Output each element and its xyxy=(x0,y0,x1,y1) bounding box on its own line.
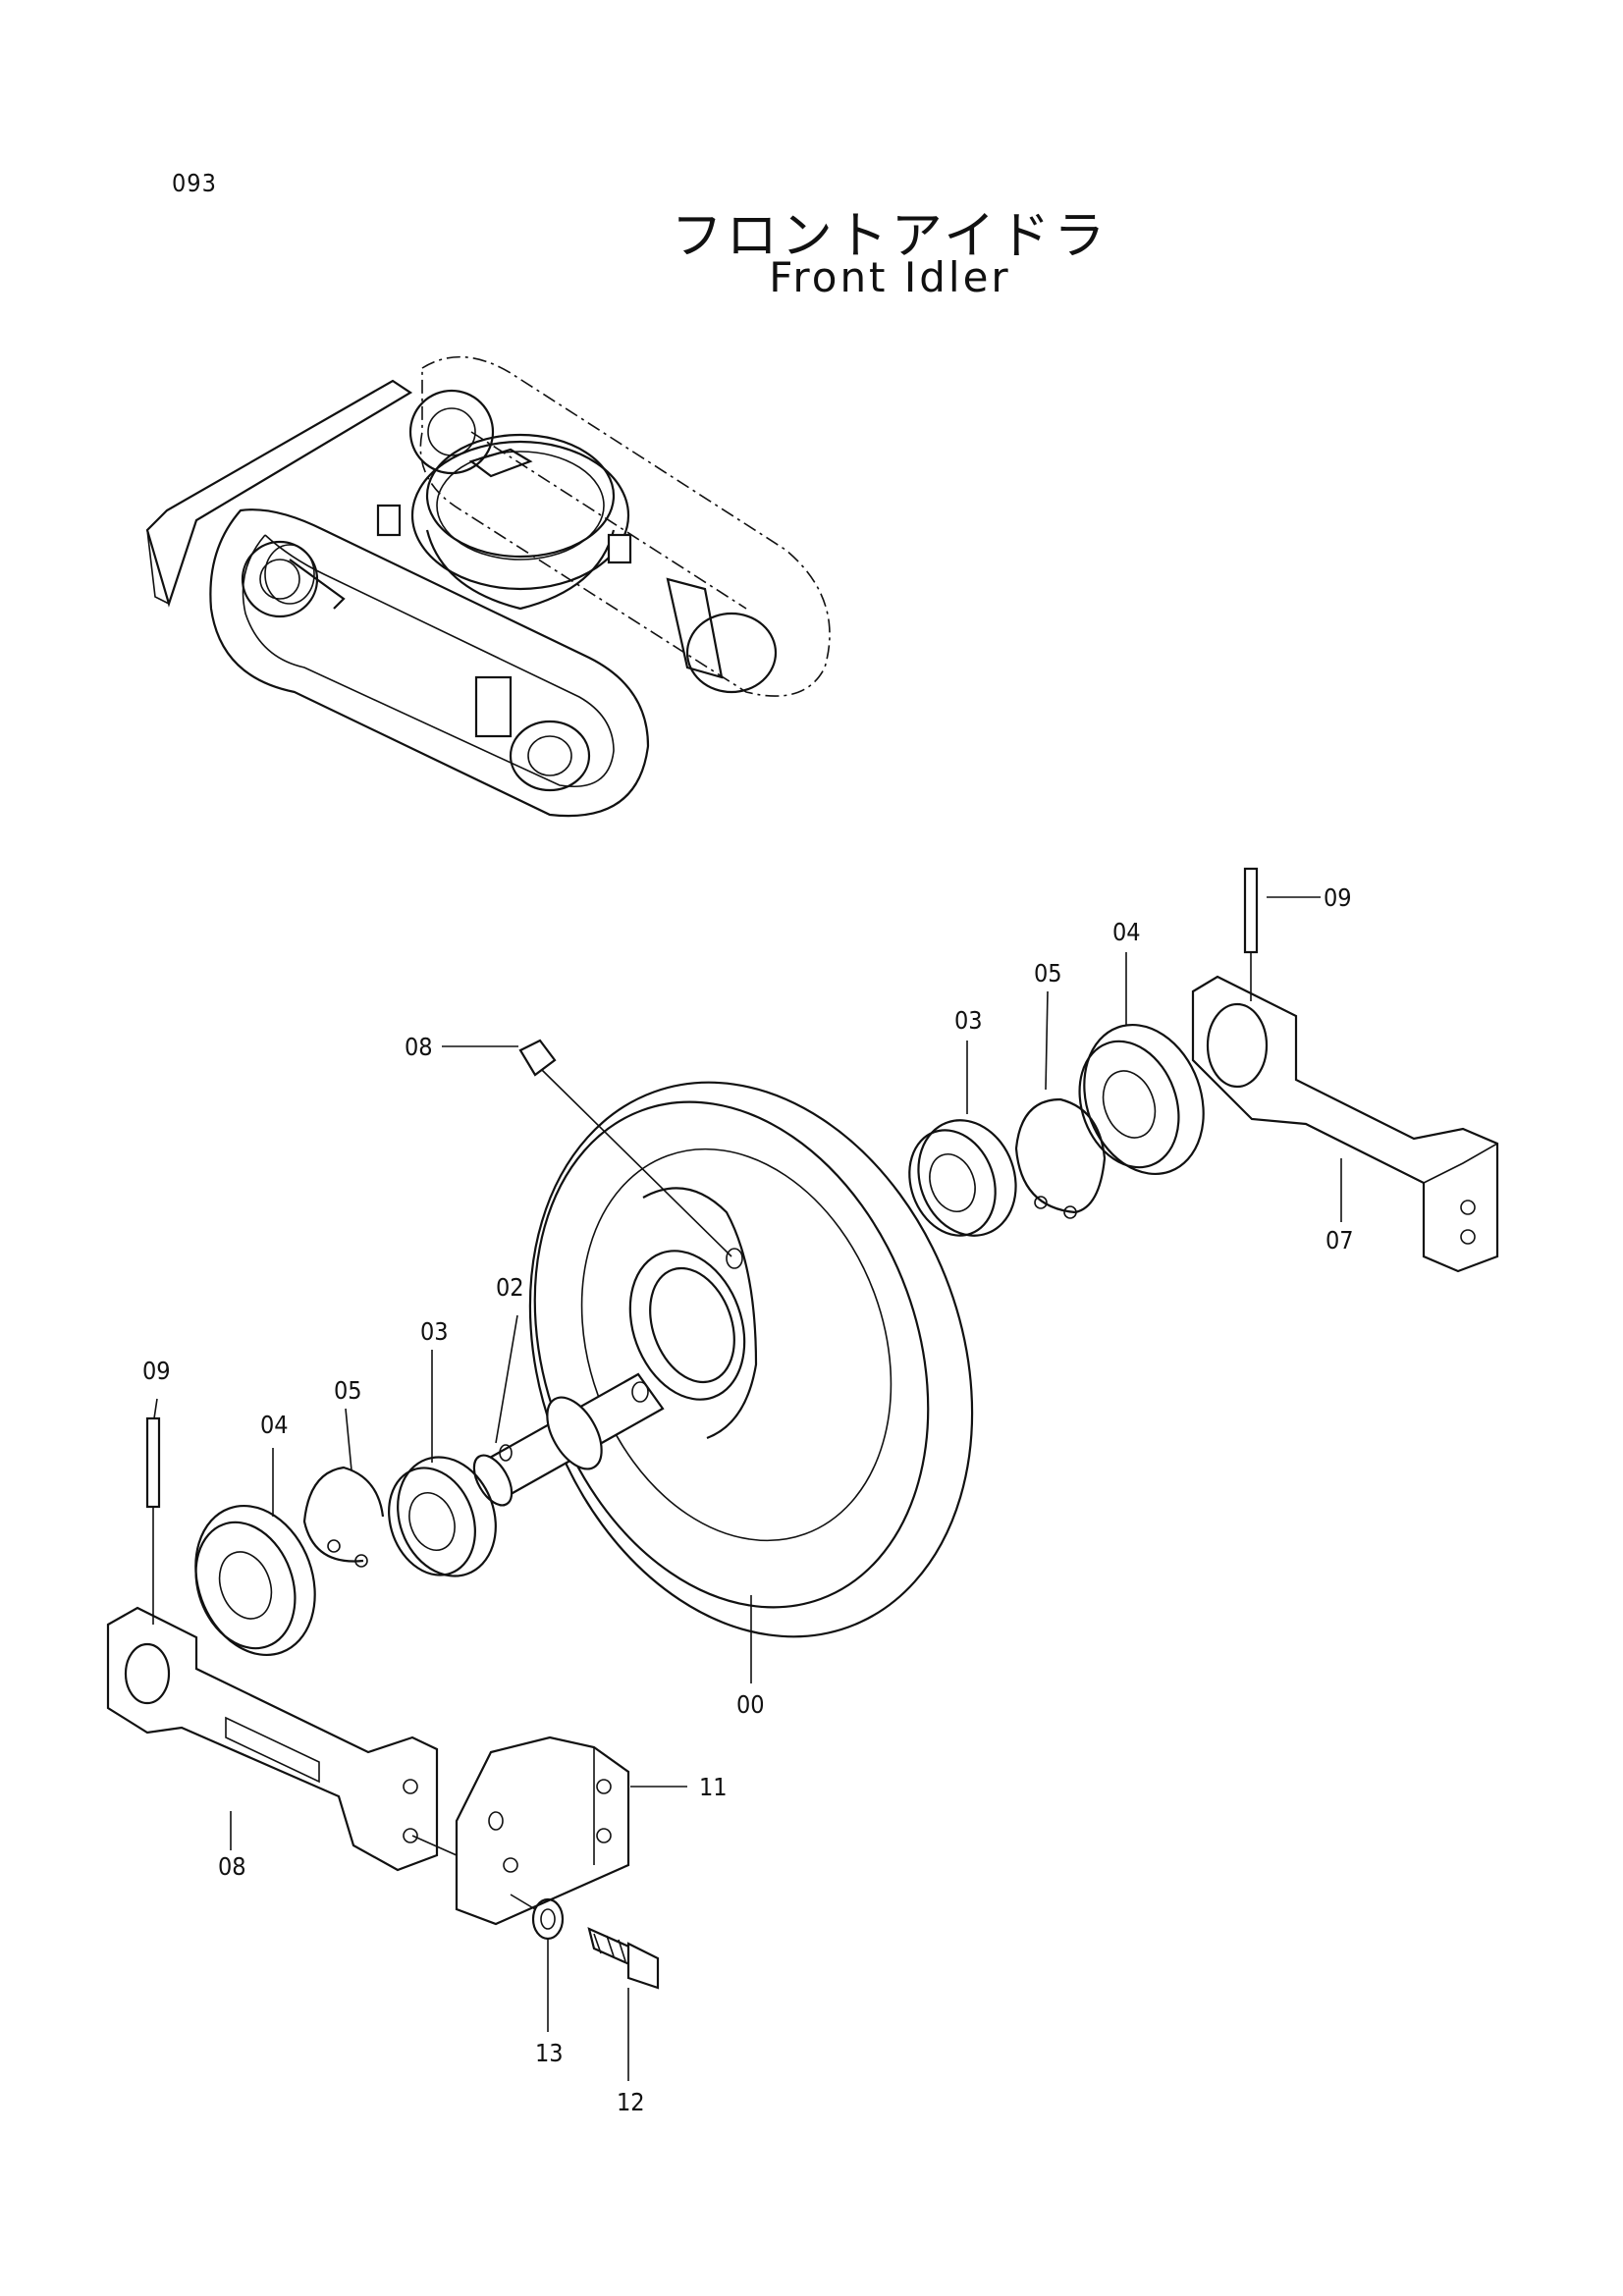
callout-03-right: 03 xyxy=(954,1006,983,1035)
shaft-part-02 xyxy=(472,1372,665,1507)
callout-02: 02 xyxy=(496,1273,524,1302)
bracket-part-08-right xyxy=(1191,975,1499,1273)
callout-09-left: 09 xyxy=(142,1357,171,1385)
bracket-part-08-left xyxy=(106,1606,439,1872)
callout-05-right: 05 xyxy=(1034,959,1062,988)
snap-ring-part-05-left xyxy=(302,1466,385,1568)
collar-part-04-right xyxy=(1078,1023,1205,1176)
bolt-part-12 xyxy=(587,1927,660,1990)
callout-09-right: 09 xyxy=(1324,883,1352,912)
set-screw-part-07 xyxy=(518,1039,732,1257)
page-title-japanese: フロントアイドラ xyxy=(671,207,1109,266)
callout-03-left: 03 xyxy=(420,1317,449,1346)
bearing-part-03-right xyxy=(908,1119,1017,1237)
idler-wheel-part-00 xyxy=(528,1081,974,1638)
page-number: 093 xyxy=(172,169,217,197)
pin-part-09-right xyxy=(1243,867,1259,1001)
callout-00: 00 xyxy=(736,1690,765,1719)
snap-ring-part-05-right xyxy=(1014,1097,1107,1219)
callout-13: 13 xyxy=(535,2039,564,2067)
bearing-part-03-left xyxy=(388,1456,497,1577)
callout-04-right: 04 xyxy=(1112,918,1141,946)
callout-08-right: 07 xyxy=(1325,1226,1354,1255)
callout-08-left: 08 xyxy=(218,1852,246,1881)
plate-part-11 xyxy=(411,1735,630,1926)
callout-12: 12 xyxy=(617,2088,645,2116)
leader-lines xyxy=(153,896,1342,2081)
page-title-english: Front Idler xyxy=(769,253,1011,301)
callout-labels: 08 02 03 05 04 09 00 08 11 13 12 03 05 0… xyxy=(142,883,1354,2116)
washer-part-13 xyxy=(510,1894,565,1941)
collar-part-04-left xyxy=(194,1504,316,1657)
pin-part-09-left xyxy=(145,1416,161,1625)
callout-07: 08 xyxy=(405,1033,433,1061)
callout-05-left: 05 xyxy=(334,1376,362,1405)
callout-11: 11 xyxy=(699,1773,728,1801)
undercarriage-overview-illustration xyxy=(145,355,831,818)
callout-04-left: 04 xyxy=(260,1411,289,1439)
